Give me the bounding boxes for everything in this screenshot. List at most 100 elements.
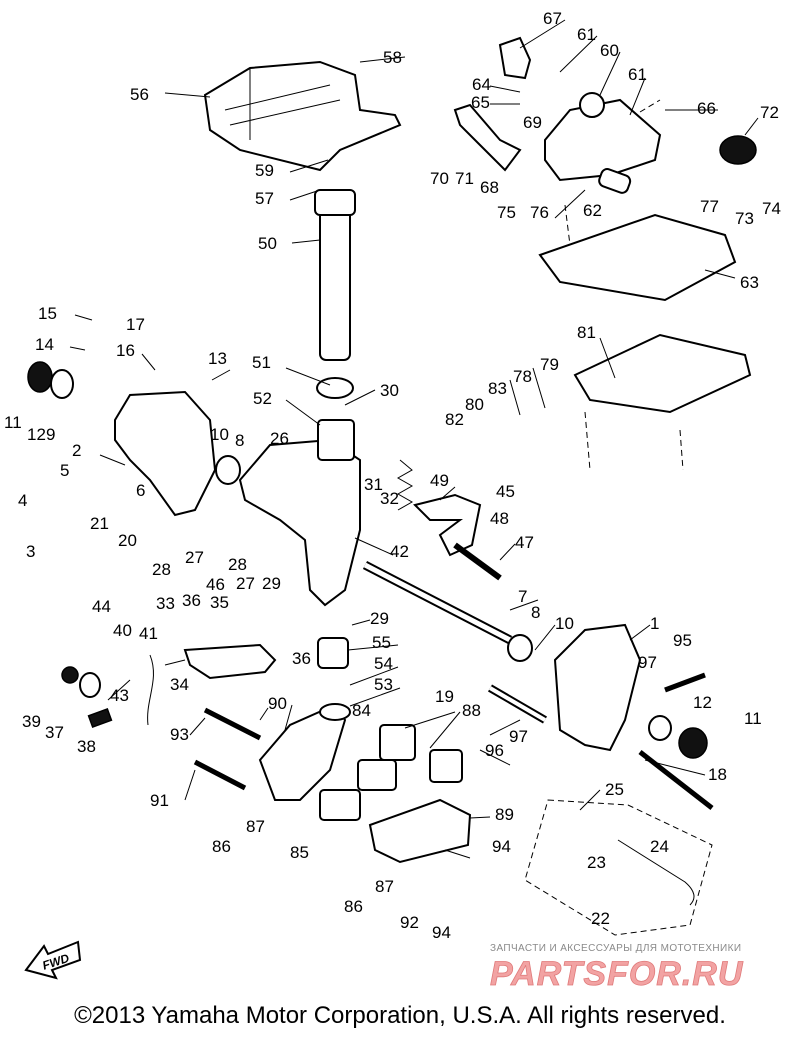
callout-label: 17	[126, 315, 145, 334]
exploded-parts-diagram: 67 61 58 60 56 64 65 61 66 72 69 59 57 7…	[4, 9, 781, 942]
callout-label: 24	[650, 837, 669, 856]
watermark-logo: PARTSFOR.RU	[490, 955, 744, 991]
callout-label: 51	[252, 353, 271, 372]
tilt-stopper	[258, 703, 347, 801]
callout-label: 6	[136, 481, 145, 500]
callout-label: 11	[4, 413, 22, 432]
callout-label: 14	[35, 335, 54, 354]
callout-label: 7	[518, 587, 527, 606]
callout-label: 84	[352, 701, 371, 720]
callout-label: 3	[26, 542, 35, 561]
callout-label: 56	[130, 85, 149, 104]
callout-label: 88	[462, 701, 481, 720]
callout-label: 41	[139, 624, 158, 643]
callout-label: 54	[374, 654, 393, 673]
callout-label: 82	[445, 410, 464, 429]
callout-label: 57	[255, 189, 274, 208]
part-drawings	[27, 36, 757, 936]
callout-label: 87	[375, 877, 394, 896]
clamp-bracket-left	[114, 390, 217, 517]
callout-label: 73	[735, 209, 754, 228]
callout-label: 4	[18, 491, 27, 510]
callout-label: 48	[490, 509, 509, 528]
callout-label: 61	[577, 25, 596, 44]
callout-label: 69	[523, 113, 542, 132]
callout-label: 27	[236, 574, 255, 593]
callout-label: 27	[185, 548, 204, 567]
callout-label: 55	[372, 633, 391, 652]
guard	[413, 493, 482, 557]
callout-label: 29	[370, 609, 389, 628]
callout-label: 47	[515, 533, 534, 552]
callout-label: 38	[77, 737, 96, 756]
callout-label: 63	[740, 273, 759, 292]
lower-guard	[368, 798, 472, 864]
callout-label: 36	[292, 649, 311, 668]
callout-label: 93	[170, 725, 189, 744]
callout-label: 64	[472, 75, 491, 94]
callout-label: 43	[110, 686, 129, 705]
callout-label: 86	[344, 897, 363, 916]
mount-plate	[573, 333, 752, 414]
callout-label: 30	[380, 381, 399, 400]
callout-label: 61	[628, 65, 647, 84]
callout-label: 19	[435, 687, 454, 706]
callout-label: 85	[290, 843, 309, 862]
callout-label: 2	[72, 441, 81, 460]
callout-label: 35	[210, 593, 229, 612]
leader-lines	[69, 19, 759, 859]
callout-label: 62	[583, 201, 602, 220]
callout-label: 37	[45, 723, 64, 742]
steering-bracket	[203, 60, 402, 172]
callout-label: 89	[495, 805, 514, 824]
steering-shaft	[319, 209, 351, 361]
callout-label: 83	[488, 379, 507, 398]
callout-label: 33	[156, 594, 175, 613]
callout-label: 10	[210, 425, 229, 444]
callout-label: 97	[638, 653, 657, 672]
callout-label: 40	[113, 621, 132, 640]
callout-label: 59	[255, 161, 274, 180]
callout-label: 46	[206, 575, 225, 594]
damper	[719, 135, 757, 165]
callout-label: 66	[697, 99, 716, 118]
callout-label: 52	[253, 389, 272, 408]
callout-label: 80	[465, 395, 484, 414]
callout-label: 53	[374, 675, 393, 694]
callout-label: 22	[591, 909, 610, 928]
callout-label: 8	[235, 431, 244, 450]
callout-label: 90	[268, 694, 287, 713]
callout-label: 39	[22, 712, 41, 731]
callout-label: 75	[497, 203, 516, 222]
callout-label: 72	[760, 103, 779, 122]
callout-label: 76	[530, 203, 549, 222]
callout-label: 87	[246, 817, 265, 836]
callout-label: 79	[540, 355, 559, 374]
forward-arrow-icon: FWD	[24, 940, 82, 980]
tilt-lever	[183, 643, 277, 680]
callout-label: 11	[744, 709, 762, 728]
gasket	[538, 213, 737, 302]
callout-label: 49	[430, 471, 449, 490]
callout-label: 13	[208, 349, 227, 368]
callout-label: 26	[270, 429, 289, 448]
swivel-bracket	[238, 438, 361, 607]
clamp-bracket-right	[553, 623, 642, 752]
callout-label: 94	[432, 923, 451, 942]
callout-label: 71	[455, 169, 474, 188]
callout-label: 94	[492, 837, 511, 856]
callout-label: 50	[258, 234, 277, 253]
callout-label: 28	[228, 555, 247, 574]
callout-label: 70	[430, 169, 449, 188]
arm-bracket	[453, 103, 522, 172]
callout-label: 77	[700, 197, 719, 216]
callout-label: 34	[170, 675, 189, 694]
watermark-logo-text: PARTSFOR.RU	[490, 955, 744, 991]
callout-label: 81	[577, 323, 596, 342]
callout-label: 45	[496, 482, 515, 501]
watermark-subtitle: ЗАПЧАСТИ И АКСЕССУАРЫ ДЛЯ МОТОТЕХНИКИ	[490, 943, 742, 954]
callout-label: 74	[762, 199, 781, 218]
callout-label: 25	[605, 780, 624, 799]
callout-label: 42	[390, 542, 409, 561]
callout-label: 78	[513, 367, 532, 386]
